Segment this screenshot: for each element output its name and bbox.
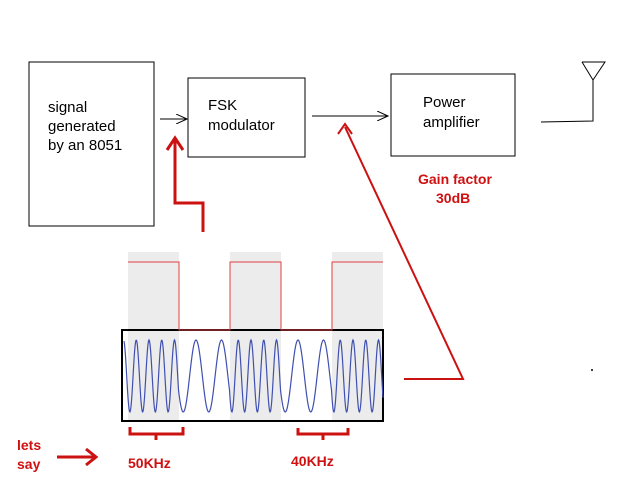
- red-arrow-bits-to-fsk: [165, 135, 205, 232]
- antenna-icon: [540, 61, 606, 123]
- amp-block-label-line1: Power: [423, 94, 466, 111]
- power-amplifier-block: Power amplifier: [390, 73, 516, 157]
- signal-block-label-line1: signal: [48, 99, 87, 116]
- label-50khz: 50KHz: [128, 455, 171, 471]
- signal-block: signal generated by an 8051: [28, 61, 155, 227]
- fsk-waveform: [121, 252, 384, 422]
- bracket-50khz: [128, 427, 185, 440]
- label-40khz: 40KHz: [291, 453, 334, 469]
- signal-block-label-line3: by an 8051: [48, 137, 122, 154]
- square-wave: [128, 261, 383, 331]
- signal-block-label-line2: generated: [48, 118, 116, 135]
- red-arrow-wave-to-fsk-output: [337, 122, 465, 380]
- fsk-block-label-line2: modulator: [208, 117, 275, 134]
- lets-say-arrow: [57, 447, 99, 467]
- fsk-block-label-line1: FSK: [208, 97, 237, 114]
- lets-say-label-line1: lets: [17, 437, 41, 453]
- bracket-40khz: [296, 428, 350, 440]
- amp-block-label-line2: amplifier: [423, 114, 480, 131]
- stray-dot: [591, 369, 593, 371]
- gain-factor-value: 30dB: [436, 190, 470, 206]
- waveform-frame: [121, 329, 384, 422]
- gain-factor-label: Gain factor: [418, 171, 492, 187]
- lets-say-label-line2: say: [17, 456, 41, 472]
- fsk-modulator-block: FSK modulator: [187, 77, 306, 158]
- modulated-sine-wave: [123, 338, 384, 414]
